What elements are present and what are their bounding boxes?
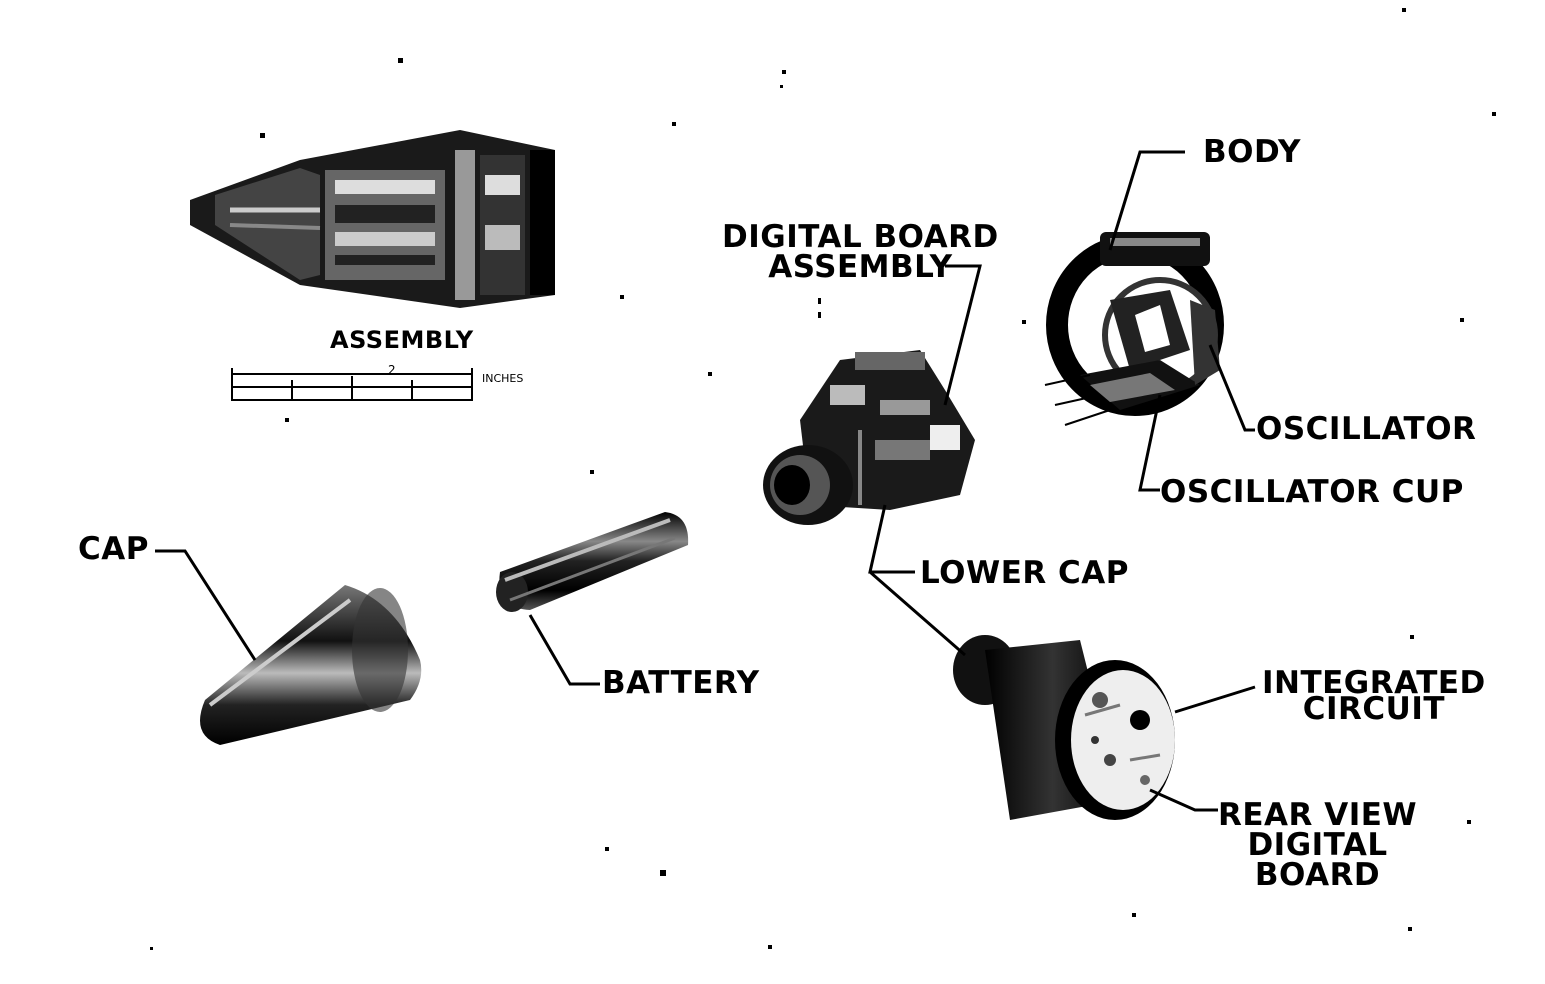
- label-rear-view-digital-board: REAR VIEW DIGITAL BOARD: [1218, 800, 1417, 890]
- scale-mid-tick: 2: [388, 363, 396, 377]
- label-oscillator-cup: OSCILLATOR CUP: [1160, 477, 1464, 507]
- label-oscillator: OSCILLATOR: [1256, 414, 1476, 444]
- assembly-illustration: [190, 130, 555, 308]
- lower-cap-illustration: [953, 635, 1175, 820]
- leader-cap: [155, 551, 255, 660]
- battery-illustration: [496, 512, 688, 612]
- label-battery: BATTERY: [602, 668, 760, 698]
- label-digital-board-assembly-line1: DIGITAL BOARD: [722, 222, 999, 252]
- leader-oscillator: [1210, 345, 1255, 430]
- cap-illustration: [200, 585, 421, 745]
- body-illustration: [1045, 232, 1220, 425]
- label-integrated-circuit: INTEGRATED CIRCUIT: [1262, 670, 1486, 722]
- digital-board-assembly-illustration: [763, 350, 975, 525]
- scale-bar: 2 INCHES: [232, 363, 523, 400]
- leader-integrated-circuit: [1175, 687, 1255, 712]
- label-rear-view-line2: DIGITAL: [1218, 830, 1417, 860]
- scale-unit: INCHES: [482, 372, 523, 385]
- label-digital-board-assembly: DIGITAL BOARD ASSEMBLY: [722, 222, 999, 282]
- label-body: BODY: [1203, 137, 1301, 167]
- label-digital-board-assembly-line2: ASSEMBLY: [722, 252, 999, 282]
- label-rear-view-line3: BOARD: [1218, 860, 1417, 890]
- label-lower-cap: LOWER CAP: [920, 558, 1129, 588]
- label-assembly: ASSEMBLY: [330, 325, 474, 355]
- label-cap: CAP: [78, 534, 149, 564]
- leader-digital-board: [945, 266, 980, 405]
- label-rear-view-line1: REAR VIEW: [1218, 800, 1417, 830]
- leader-battery: [530, 615, 600, 684]
- leader-rear-view: [1150, 790, 1218, 810]
